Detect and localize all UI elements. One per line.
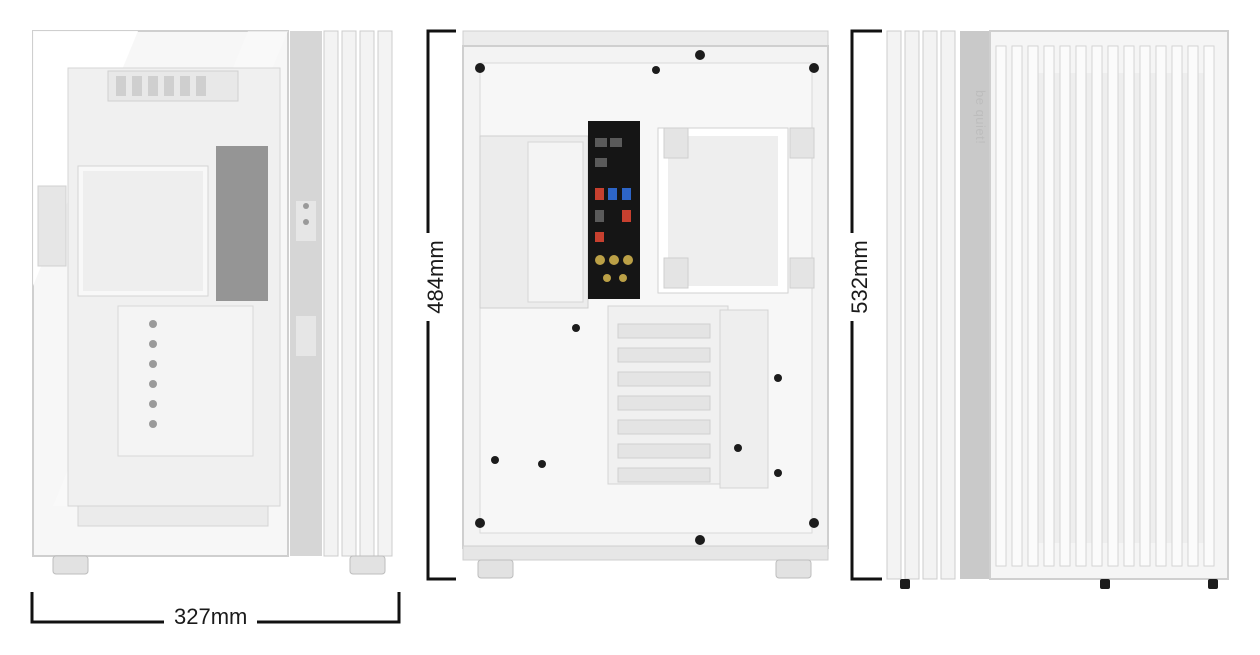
depth-label: 484mm (423, 233, 449, 321)
brand-logo: be quiet! (973, 90, 988, 145)
front-view (886, 30, 1229, 589)
side-glass-view (32, 30, 393, 575)
width-label: 327mm (164, 604, 258, 630)
height-label: 532mm (847, 233, 873, 321)
rear-view (462, 30, 829, 579)
